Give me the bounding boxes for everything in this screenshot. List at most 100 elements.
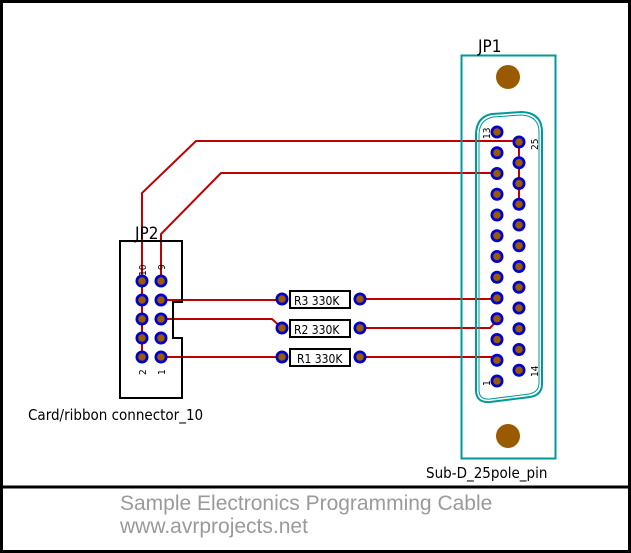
pad-center [493, 190, 501, 199]
jp1-pin-15 [512, 343, 526, 356]
pad-center [356, 295, 364, 303]
pad-center [515, 304, 523, 312]
jp2-pin9-label: 9 [157, 264, 168, 270]
jp1-pin25-label: 25 [530, 139, 541, 150]
resistor-label: R2 330K [294, 323, 340, 337]
pad-center [515, 200, 523, 209]
jp1-pin-23 [512, 177, 526, 190]
trace-jp2-pin10-to-jp1-pin25 [141, 140, 519, 281]
pad-center [493, 335, 501, 344]
jp1-pin-19 [512, 260, 526, 273]
r2-pad-left [275, 321, 289, 335]
r2-pad-right [353, 321, 367, 335]
jp1-outline [460, 54, 557, 460]
jp1-pin-7 [490, 250, 504, 263]
website-link[interactable]: www.avrprojects.net [120, 515, 308, 538]
jp2-pin-10 [135, 274, 149, 288]
jp1-pin-12 [490, 146, 504, 160]
jp1-pin-5 [490, 291, 504, 305]
jp1-pin-13 [490, 125, 504, 139]
trace-jp2-to-r2 [161, 318, 283, 329]
jp1-pin-21 [512, 218, 526, 232]
jp2-pin2-label: 2 [138, 369, 149, 375]
resistor-r1: R1 330K [289, 348, 351, 367]
pad-center [138, 315, 146, 323]
jp1-pin-8 [490, 229, 504, 243]
jp1-pin-1 [490, 374, 504, 388]
pad-center [493, 356, 501, 365]
jp1-pin-24 [512, 156, 526, 170]
jp1-pin-14 [512, 363, 526, 377]
jp2-pin-6 [135, 312, 149, 326]
jp1-pin-18 [512, 280, 526, 294]
jp1-pin-11 [490, 167, 504, 180]
jp2-pin-1 [154, 350, 168, 364]
pad-center [493, 211, 501, 219]
pad-center [493, 128, 501, 136]
pad-center [356, 353, 364, 361]
pad-center [157, 353, 165, 361]
diagram-title: Sample Electronics Programming Cable [120, 492, 493, 515]
jp2-pin-9 [154, 274, 168, 288]
jp1-pin13-label: 13 [482, 128, 493, 139]
jp2-ref-label: JP2 [134, 224, 158, 244]
pad-center [493, 314, 501, 323]
jp1-pin14-label: 14 [530, 365, 541, 377]
jp2-pin-3 [154, 331, 168, 345]
trace-jp2-pin9-to-jp1-pin11 [160, 172, 497, 281]
pad-center [278, 324, 286, 332]
jp1-pin-22 [512, 197, 526, 211]
pad-center [278, 295, 286, 303]
pad-center [493, 252, 501, 261]
resistor-body [289, 290, 351, 309]
jp1-pin-6 [490, 270, 504, 284]
resistor-label: R1 330K [297, 352, 343, 366]
pad-center [493, 231, 501, 240]
pad-center [157, 334, 165, 342]
pads [135, 125, 526, 388]
jp1-pin-20 [512, 239, 526, 253]
pad-center [515, 241, 523, 250]
jp1-ref-label: JP1 [477, 37, 501, 57]
pad-center [493, 294, 501, 302]
pad-center [515, 366, 523, 375]
jp1-mounting-hole-top [496, 65, 520, 89]
jp2-part-label: Card/ribbon connector_10 [28, 406, 203, 425]
jp2-pin-5 [154, 312, 168, 326]
pad-center [515, 283, 523, 292]
jp2-pin-4 [135, 331, 149, 345]
pad-center [515, 345, 523, 354]
pad-center [278, 353, 286, 361]
pad-center [515, 138, 523, 146]
jp2-pin10-label: 10 [138, 264, 149, 276]
jp1-pin-2 [490, 353, 504, 367]
pad-center [515, 179, 523, 188]
jp2-pin1-label: 1 [157, 369, 168, 375]
resistor-r3: R3 330K [289, 290, 351, 309]
jp1-mounting-hole-bottom [496, 424, 520, 448]
jp1-pin-4 [490, 312, 504, 326]
pad-center [138, 334, 146, 342]
pad-center [493, 169, 501, 178]
pad-center [493, 148, 501, 157]
jp1-pin-25 [512, 135, 526, 149]
pad-center [138, 296, 146, 304]
jp1-pin-3 [490, 333, 504, 346]
jp1-pin-17 [512, 301, 526, 315]
r1-pad-right [353, 350, 367, 364]
resistor-label: R3 330K [294, 294, 340, 308]
jp2-pin-2 [135, 350, 149, 364]
jp2-outline [119, 240, 183, 399]
jp1-shell [475, 110, 543, 404]
jp1-part-label: Sub-D_25pole_pin [426, 464, 547, 483]
r3-pad-right [353, 292, 367, 306]
pad-center [515, 158, 523, 167]
pad-center [515, 262, 523, 271]
jp2-pin-8 [135, 293, 149, 307]
pad-center [493, 377, 501, 385]
jp1-pin-10 [490, 187, 504, 201]
r3-pad-left [275, 292, 289, 306]
jp1-pin-9 [490, 208, 504, 222]
